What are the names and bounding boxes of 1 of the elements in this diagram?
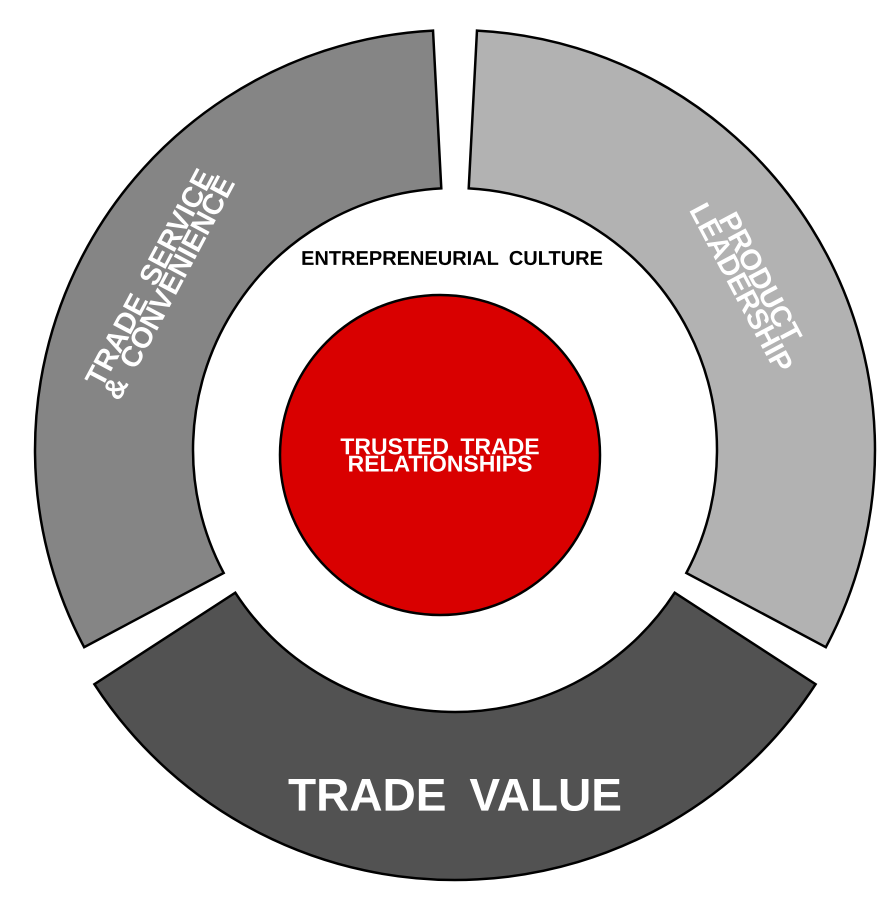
ring-segment: TRADE VALUE [93,591,817,881]
